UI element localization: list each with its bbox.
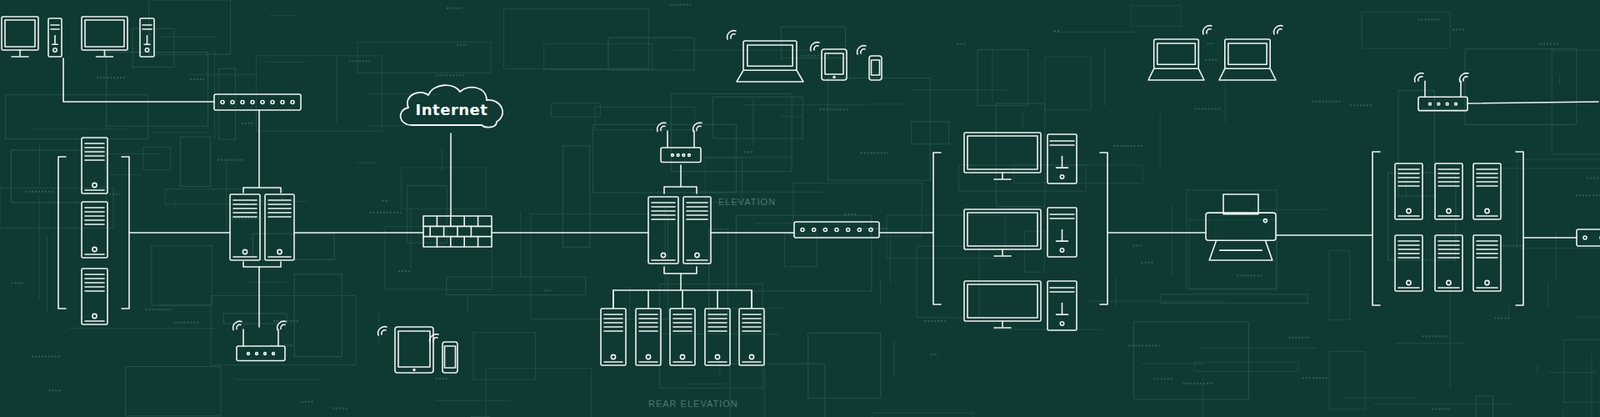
network-wire bbox=[491, 231, 649, 234]
network-wire bbox=[1467, 101, 1599, 104]
server-icon bbox=[1473, 163, 1501, 220]
network-wire bbox=[1107, 231, 1206, 234]
network-wire bbox=[1275, 234, 1373, 236]
blueprint-note: ELEVATION bbox=[718, 196, 776, 207]
router-icon bbox=[1418, 80, 1468, 110]
wifi-signal bbox=[233, 320, 242, 330]
wifi-signal bbox=[1460, 73, 1469, 82]
network-wire bbox=[129, 231, 230, 234]
printer-icon bbox=[1205, 194, 1276, 260]
server-icon bbox=[1473, 235, 1501, 291]
switch-icon bbox=[1576, 229, 1600, 246]
laptop-icon bbox=[736, 40, 804, 82]
bracket bbox=[1372, 151, 1380, 305]
network-wire bbox=[710, 231, 795, 234]
server-icon bbox=[635, 308, 661, 365]
network-wire bbox=[294, 231, 424, 234]
server-icon bbox=[600, 308, 626, 365]
server-icon bbox=[1435, 235, 1463, 291]
wifi-signal bbox=[277, 320, 286, 330]
monitor-icon bbox=[964, 209, 1041, 256]
server-icon bbox=[705, 308, 730, 365]
blueprint-note: REAR ELEVATION bbox=[648, 398, 739, 409]
switch-icon bbox=[214, 94, 301, 110]
network-wire bbox=[450, 133, 452, 216]
network-wire bbox=[664, 266, 697, 274]
tablet-icon bbox=[821, 49, 847, 80]
wifi-signal bbox=[810, 42, 820, 51]
network-wire bbox=[750, 290, 753, 309]
bracket bbox=[58, 156, 66, 309]
wifi-signal bbox=[1203, 25, 1212, 35]
laptop-icon bbox=[1148, 39, 1205, 80]
monitor-icon bbox=[81, 16, 128, 57]
network-wire bbox=[243, 187, 281, 193]
server-icon bbox=[1395, 163, 1423, 220]
server-icon bbox=[230, 194, 260, 260]
wifi-signal bbox=[1415, 73, 1424, 82]
network-wire bbox=[1523, 236, 1577, 239]
network-wire bbox=[680, 273, 682, 290]
wifi-signal bbox=[657, 122, 666, 131]
tower-icon bbox=[1047, 207, 1077, 257]
wifi-signal bbox=[857, 45, 866, 55]
firewall-icon bbox=[423, 215, 492, 247]
router-icon bbox=[660, 130, 701, 163]
bracket bbox=[1100, 152, 1108, 305]
network-wire bbox=[612, 290, 615, 309]
internet-cloud: Internet bbox=[395, 80, 509, 134]
monitor-icon bbox=[1, 16, 39, 57]
network-wire bbox=[647, 290, 650, 309]
network-wire bbox=[879, 231, 934, 234]
bracket bbox=[121, 156, 130, 309]
tower-icon bbox=[140, 18, 155, 57]
network-wire bbox=[258, 110, 260, 188]
monitor-icon bbox=[964, 132, 1041, 180]
server-icon bbox=[648, 196, 679, 264]
phone-icon bbox=[442, 341, 458, 373]
server-icon bbox=[670, 308, 695, 365]
phone-icon bbox=[869, 55, 882, 80]
network-wire bbox=[63, 58, 215, 102]
server-icon bbox=[81, 201, 108, 258]
server-icon bbox=[81, 137, 108, 194]
network-wire bbox=[243, 261, 281, 267]
server-icon bbox=[739, 308, 765, 365]
tower-icon bbox=[1047, 280, 1077, 330]
network-wire bbox=[680, 165, 682, 187]
server-icon bbox=[265, 194, 295, 260]
tablet-icon bbox=[395, 326, 434, 373]
monitor-icon bbox=[964, 280, 1041, 328]
network-wire bbox=[613, 290, 752, 309]
wifi-signal bbox=[693, 122, 702, 131]
bracket bbox=[1515, 151, 1524, 305]
network-wire bbox=[258, 266, 260, 327]
wifi-signal bbox=[430, 334, 439, 343]
tower-icon bbox=[1047, 134, 1077, 184]
network-wire bbox=[716, 290, 719, 309]
wifi-signal bbox=[727, 30, 736, 40]
wifi-signal bbox=[1274, 25, 1283, 35]
network-wire bbox=[664, 186, 697, 194]
wifi-signal bbox=[378, 326, 387, 335]
node-label: Internet bbox=[415, 100, 489, 119]
tower-icon bbox=[48, 18, 62, 57]
network-wire bbox=[681, 290, 684, 309]
laptop-icon bbox=[1219, 39, 1276, 80]
router-icon bbox=[236, 329, 285, 361]
server-icon bbox=[683, 196, 711, 264]
switch-icon bbox=[794, 221, 880, 238]
server-icon bbox=[1435, 163, 1463, 220]
server-icon bbox=[1395, 235, 1423, 291]
server-icon bbox=[81, 268, 108, 325]
bracket bbox=[933, 152, 941, 305]
